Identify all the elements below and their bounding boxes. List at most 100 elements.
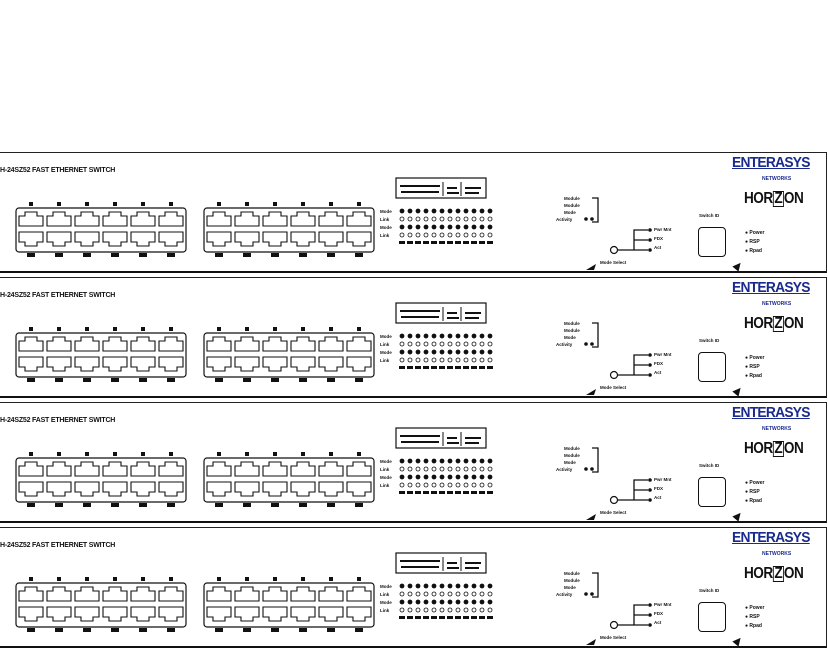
port-number-mark xyxy=(169,327,173,331)
rj45-port xyxy=(18,356,44,372)
led-row-label: Mode xyxy=(380,350,392,355)
status-led xyxy=(407,216,413,222)
port-number-mark xyxy=(327,378,335,382)
port-number-mark xyxy=(271,503,279,507)
rj45-port xyxy=(18,336,44,352)
port-number-mark xyxy=(271,378,279,382)
rj45-port xyxy=(130,586,156,602)
status-led xyxy=(423,482,429,488)
status-label: Mode xyxy=(564,460,576,465)
led-number-mark xyxy=(415,241,421,244)
horizon-mark: Z xyxy=(772,315,784,332)
status-led xyxy=(463,224,469,230)
status-led xyxy=(463,208,469,214)
legend-table-graphic xyxy=(395,427,487,449)
led-number-mark xyxy=(487,616,493,619)
status-label: Module xyxy=(564,571,580,576)
cable-label: Pwr Mnt xyxy=(654,602,672,607)
rj45-port xyxy=(102,356,128,372)
status-led xyxy=(447,591,453,597)
legend-table-graphic xyxy=(395,552,487,574)
led-number-mark xyxy=(439,491,445,494)
switch-id-button xyxy=(698,352,726,382)
rj45-port xyxy=(102,586,128,602)
rj45-port xyxy=(318,211,344,227)
led-number-mark xyxy=(399,366,405,369)
port-number-mark xyxy=(83,628,91,632)
rj45-port-group xyxy=(203,452,375,507)
port-number-mark xyxy=(215,253,223,257)
port-number-mark xyxy=(215,503,223,507)
rj45-port xyxy=(346,356,372,372)
led-number-mark xyxy=(423,616,429,619)
status-led xyxy=(479,599,485,605)
status-led xyxy=(487,216,493,222)
status-led xyxy=(407,208,413,214)
indicator-led xyxy=(584,217,588,221)
port-number-mark xyxy=(57,452,61,456)
model-label: H-24SZ52 FAST ETHERNET SWITCH xyxy=(0,167,116,174)
port-number-mark xyxy=(355,253,363,257)
status-led xyxy=(487,482,493,488)
status-led xyxy=(487,591,493,597)
rj45-port xyxy=(262,461,288,477)
port-number-mark xyxy=(301,577,305,581)
status-led xyxy=(463,482,469,488)
port-number-mark xyxy=(113,452,117,456)
led-grid xyxy=(399,333,493,369)
rj45-port xyxy=(262,356,288,372)
status-led xyxy=(415,341,421,347)
led-number-mark xyxy=(447,491,453,494)
port-number-mark xyxy=(215,628,223,632)
status-led xyxy=(447,466,453,472)
brand-subtitle: NETWORKS xyxy=(762,551,792,557)
rj45-port xyxy=(102,606,128,622)
indicator-led xyxy=(590,467,594,471)
port-number-mark xyxy=(29,202,33,206)
port-number-mark xyxy=(299,503,307,507)
led-grid xyxy=(399,208,493,244)
status-led xyxy=(471,341,477,347)
rj45-port xyxy=(130,461,156,477)
rj45-port xyxy=(158,356,184,372)
led-number-mark xyxy=(407,366,413,369)
led-row-label: Link xyxy=(380,217,390,222)
status-led xyxy=(455,599,461,605)
rj45-port xyxy=(46,481,72,497)
status-led xyxy=(463,591,469,597)
status-led xyxy=(415,458,421,464)
status-label: Module xyxy=(564,321,580,326)
status-led xyxy=(431,583,437,589)
rj45-port xyxy=(262,606,288,622)
status-led xyxy=(471,357,477,363)
status-led xyxy=(463,458,469,464)
power-status-label: ● RSP xyxy=(745,239,760,245)
brand-subtitle: NETWORKS xyxy=(762,301,792,307)
port-bank-left xyxy=(15,577,187,633)
status-led xyxy=(399,216,405,222)
rj45-port xyxy=(318,461,344,477)
rj45-port xyxy=(18,606,44,622)
status-led xyxy=(455,482,461,488)
status-led xyxy=(407,349,413,355)
rj45-port xyxy=(346,211,372,227)
port-number-mark xyxy=(355,628,363,632)
brand-subtitle: NETWORKS xyxy=(762,426,792,432)
horizon-suffix: ON xyxy=(783,315,804,332)
led-number-mark xyxy=(415,491,421,494)
status-led xyxy=(407,607,413,613)
status-led xyxy=(463,583,469,589)
port-legend-table xyxy=(395,177,487,199)
led-number-mark xyxy=(423,241,429,244)
port-bank-left xyxy=(15,452,187,508)
rj45-port-group xyxy=(203,327,375,382)
rj45-port xyxy=(130,481,156,497)
rj45-port xyxy=(262,231,288,247)
status-led xyxy=(415,232,421,238)
status-led xyxy=(423,349,429,355)
port-number-mark xyxy=(27,253,35,257)
indicator-led xyxy=(648,248,652,252)
status-led xyxy=(471,208,477,214)
port-number-mark xyxy=(329,202,333,206)
